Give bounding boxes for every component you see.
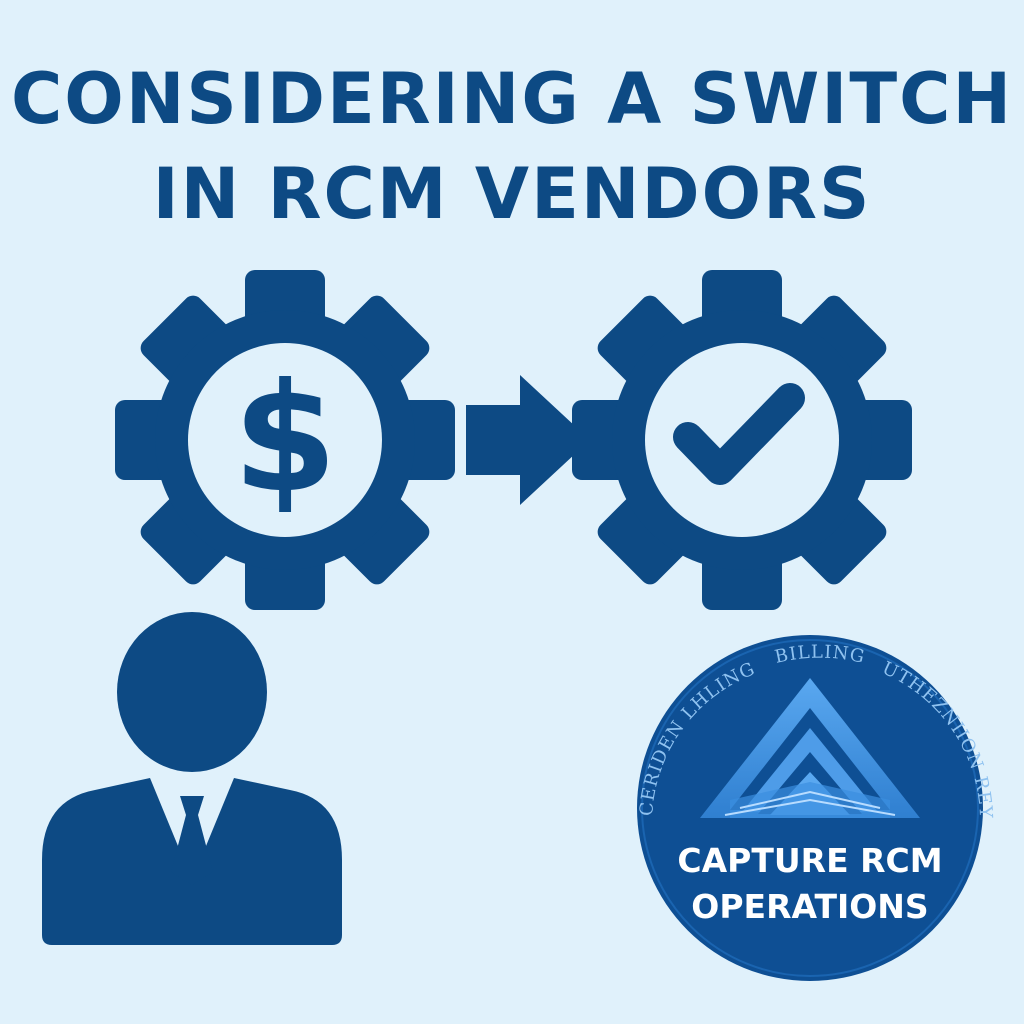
title-line-1: CONSIDERING A SWITCH — [10, 58, 1014, 140]
title-line-2: IN RCM VENDORS — [152, 153, 872, 235]
capture-rcm-logo: CERIDEN LHLING BILLING UTHEZNIION REY CA… — [636, 635, 995, 981]
page-title: CONSIDERING A SWITCH IN RCM VENDORS — [0, 52, 1024, 242]
dollar-icon: $ — [233, 352, 337, 526]
badge-line-2: OPERATIONS — [691, 887, 928, 926]
dollar-gear-icon: $ — [115, 270, 455, 610]
mountain-triangle-icon — [700, 678, 920, 818]
check-gear-icon — [572, 270, 912, 610]
businessman-icon — [42, 612, 342, 945]
badge-line-1: CAPTURE RCM — [677, 841, 942, 880]
checkmark-icon — [673, 383, 805, 485]
arrow-right-icon — [466, 375, 590, 505]
